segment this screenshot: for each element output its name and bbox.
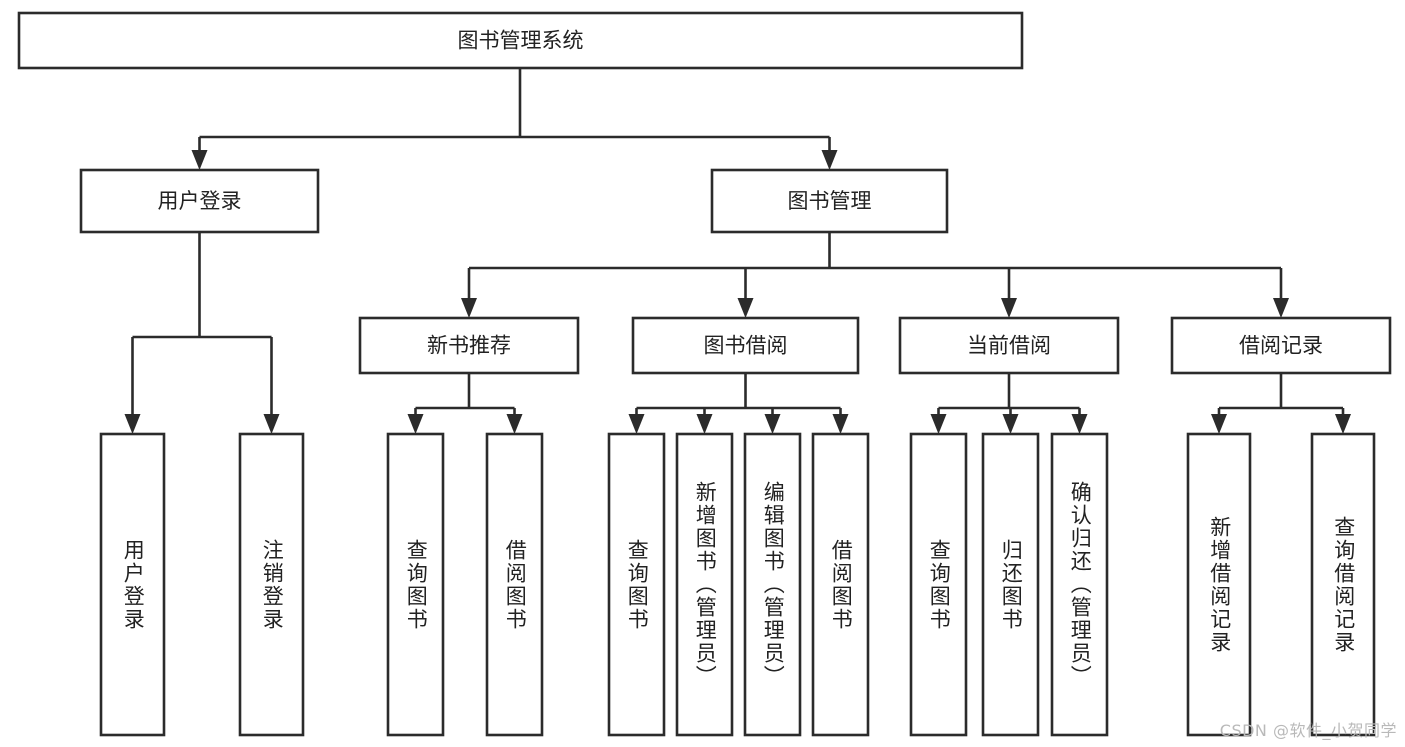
node-box-new-book-rec[interactable] [358,316,580,375]
node-box-current-loan[interactable] [898,316,1120,375]
node-label-user-login: 用户登录 [158,189,242,213]
edge-bookmanage-to-current-loan-arrowhead [1001,298,1017,318]
node-box-leaf-add-record[interactable] [1186,432,1252,737]
watermark: CSDN @软件_小贺同学 [1219,721,1397,740]
node-box-book-manage[interactable] [710,168,949,234]
node-box-book-borrow[interactable] [631,316,860,375]
edge-loan-record-to-leaf-add-record-arrowhead [1211,414,1227,434]
edge-user-login-to-leaf-user-logout-arrowhead [263,414,280,434]
edge-bookmanage-to-book-borrow-arrowhead [737,298,754,318]
node-box-leaf-user-logout[interactable] [238,432,305,737]
node-box-leaf-confirm-return[interactable] [1050,432,1109,737]
node-box-user-login[interactable] [79,168,320,234]
boxes-layer [17,11,1392,737]
node-box-root[interactable] [17,11,1024,70]
node-label-loan-record: 借阅记录 [1239,334,1323,358]
node-box-leaf-edit-book[interactable] [743,432,802,737]
edge-root-to-book-manage-arrowhead [821,150,838,170]
edge-new-book-rec-to-leaf-query-book-1-arrowhead [407,414,424,434]
node-box-leaf-add-book[interactable] [675,432,734,737]
node-box-leaf-borrow-book-2[interactable] [811,432,870,737]
node-label-new-book-rec: 新书推荐 [427,334,511,358]
edge-book-borrow-to-leaf-borrow-book-2-arrowhead [832,414,849,434]
edge-book-borrow-to-leaf-query-book-2-arrowhead [628,414,645,434]
node-box-leaf-query-record[interactable] [1310,432,1376,737]
edge-bookmanage-to-loan-record-arrowhead [1273,298,1289,318]
edge-new-book-rec-to-leaf-borrow-book-1-arrowhead [506,414,523,434]
node-box-leaf-return-book[interactable] [981,432,1040,737]
edge-current-loan-to-leaf-return-book-arrowhead [1002,414,1019,434]
node-label-root: 图书管理系统 [458,29,584,53]
edge-current-loan-to-leaf-query-book-3-arrowhead [930,414,947,434]
node-label-current-loan: 当前借阅 [967,334,1051,358]
node-box-leaf-query-book-2[interactable] [607,432,666,737]
node-box-leaf-query-book-1[interactable] [386,432,445,737]
edge-user-login-to-leaf-user-login-arrowhead [124,414,141,434]
edge-root-to-user-login-arrowhead [191,150,208,170]
edge-current-loan-to-leaf-confirm-return-arrowhead [1071,414,1088,434]
node-label-book-manage: 图书管理 [788,189,872,213]
edge-bookmanage-to-new-book-rec-arrowhead [461,298,477,318]
node-box-loan-record[interactable] [1170,316,1392,375]
edge-loan-record-to-leaf-query-record-arrowhead [1335,414,1351,434]
connectors-layer [124,68,1351,434]
node-box-leaf-user-login[interactable] [99,432,166,737]
edge-book-borrow-to-leaf-edit-book-arrowhead [764,414,781,434]
node-box-leaf-query-book-3[interactable] [909,432,968,737]
edge-book-borrow-to-leaf-add-book-arrowhead [696,414,713,434]
node-label-book-borrow: 图书借阅 [704,334,788,358]
node-box-leaf-borrow-book-1[interactable] [485,432,544,737]
